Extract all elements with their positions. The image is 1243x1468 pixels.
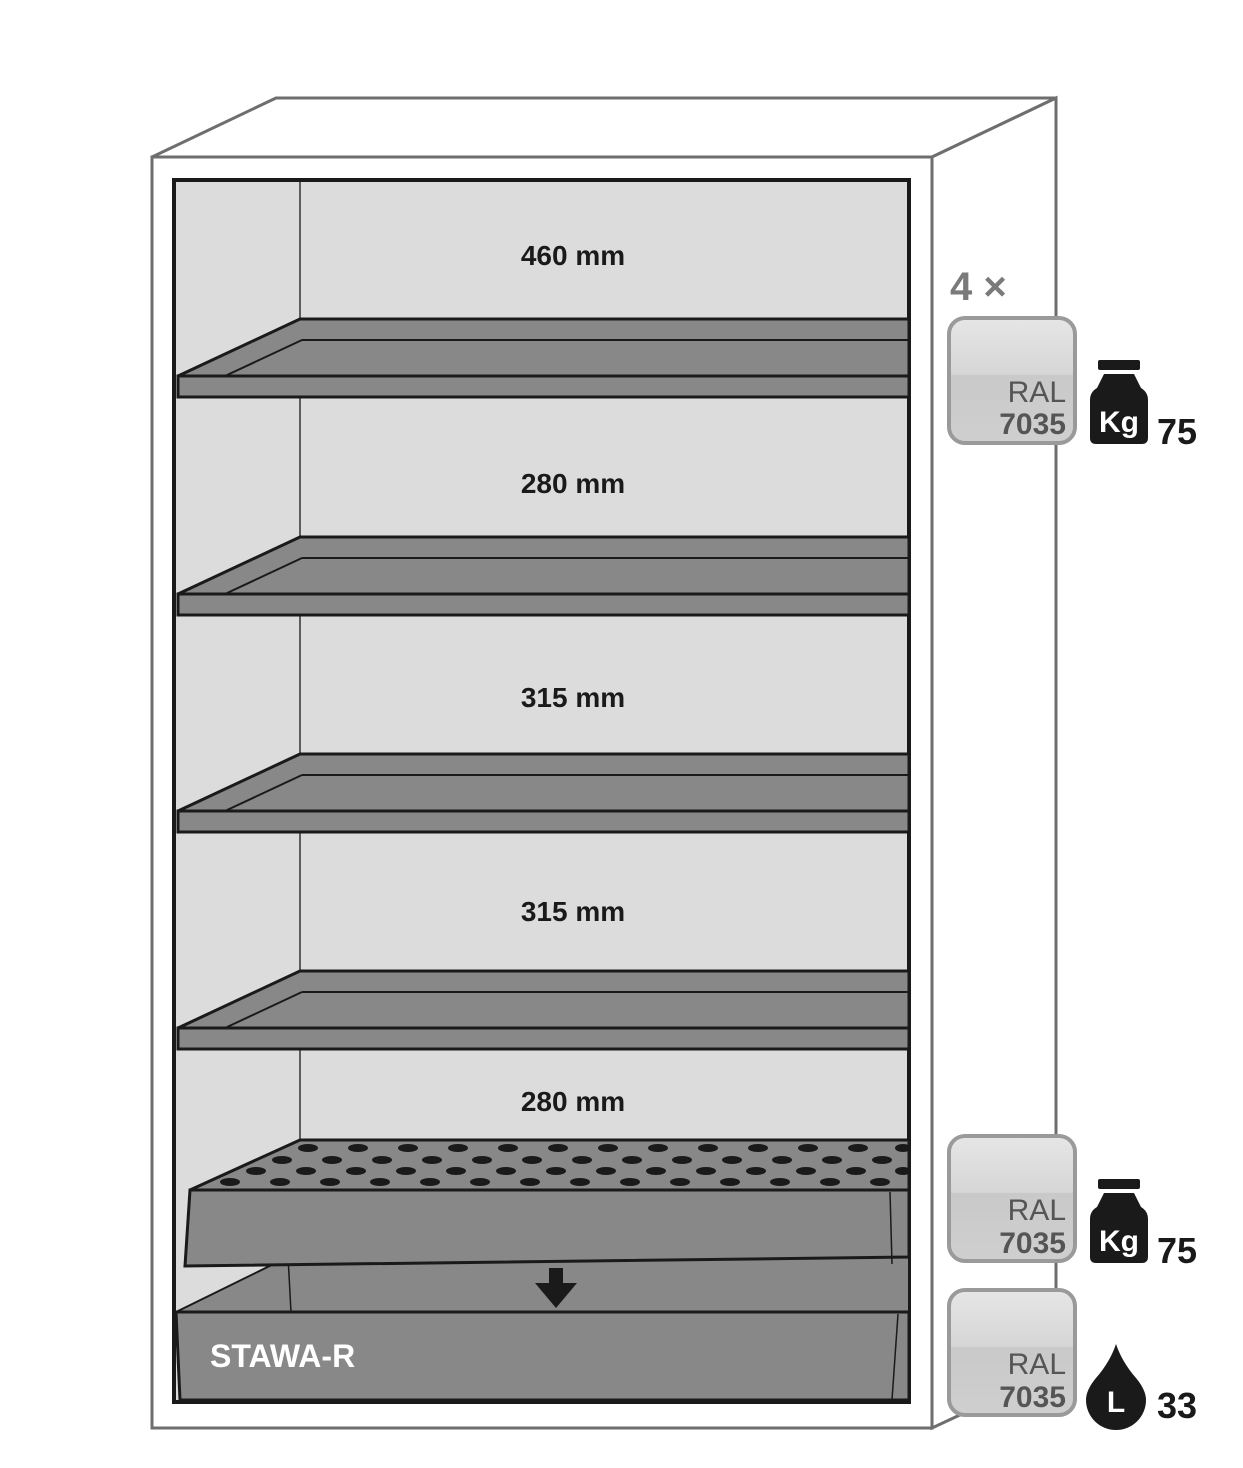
compartment-height-label: 315 mm [521, 682, 625, 713]
ral-label: RAL [1008, 1194, 1066, 1227]
perforated-insert [183, 1138, 911, 1268]
sump-tray [174, 1255, 911, 1402]
ral-code: 7035 [999, 408, 1066, 441]
ral-color-swatch: RAL 7035 [947, 1134, 1077, 1263]
compartment-height-label: 280 mm [521, 468, 625, 499]
compartment-height-label: 280 mm [521, 1086, 625, 1117]
ral-code: 7035 [999, 1227, 1066, 1260]
litre-text: L [1107, 1386, 1125, 1419]
arrow-down-icon [535, 1268, 577, 1308]
weight-kg-icon: Kg [1090, 1179, 1148, 1263]
kg-text: Kg [1099, 1225, 1139, 1258]
compartment-height-label: 315 mm [521, 896, 625, 927]
shelf-2 [176, 535, 911, 617]
weight-kg-icon: Kg [1090, 360, 1148, 444]
compartment-height-label: 460 mm [521, 240, 625, 271]
ral-color-swatch: RAL 7035 [947, 316, 1077, 445]
shelf-4 [176, 969, 911, 1051]
shelf-load-value: 75 [1157, 411, 1197, 452]
sump-volume-value: 33 [1157, 1385, 1197, 1426]
ral-label: RAL [1008, 1348, 1066, 1381]
shelf-3 [176, 752, 911, 834]
insert-load-value: 75 [1157, 1230, 1197, 1271]
drop-litre-icon: L [1086, 1344, 1146, 1430]
perforation-holes [220, 1144, 911, 1186]
sump-brand-label: STAWA-R [210, 1338, 355, 1374]
shelf-1 [176, 317, 911, 399]
shelf-quantity: 4 × [950, 265, 1007, 309]
ral-code: 7035 [999, 1381, 1066, 1414]
ral-label: RAL [1008, 376, 1066, 409]
ral-color-swatch: RAL 7035 [947, 1288, 1077, 1417]
kg-text: Kg [1099, 406, 1139, 439]
